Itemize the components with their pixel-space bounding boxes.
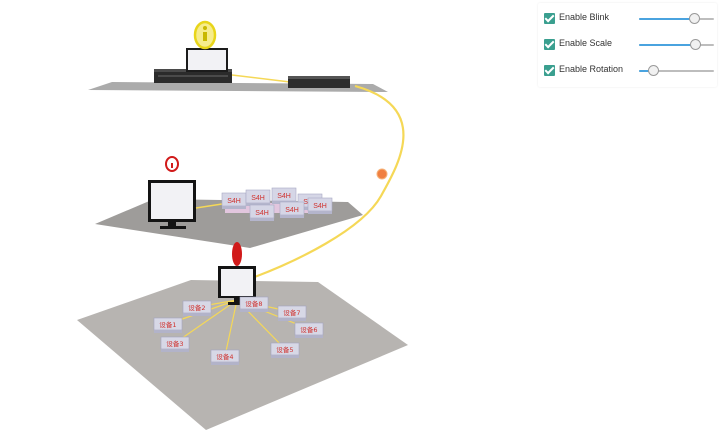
display-device[interactable]: 设备4	[210, 349, 240, 365]
display-device[interactable]: 设备5	[270, 342, 300, 358]
scale-slider-thumb[interactable]	[690, 39, 702, 50]
scale-slider-fill	[639, 44, 696, 46]
display-device-label: 设备6	[300, 325, 317, 334]
link-node-orb	[376, 168, 388, 180]
led-screen-label: S4H	[255, 210, 269, 217]
top-right-server[interactable]	[288, 76, 350, 88]
rotation-slider[interactable]	[639, 70, 714, 72]
screen-group: S4HS4HS4HS4HS4HS4HS4H	[221, 187, 333, 221]
rotation-slider-thumb[interactable]	[647, 65, 659, 76]
led-screen[interactable]: S4H	[307, 197, 333, 214]
led-screen[interactable]: S4H	[279, 201, 305, 218]
led-screen-label: S4H	[313, 203, 327, 210]
cable-spoke	[224, 299, 238, 357]
led-screen-label: S4H	[285, 207, 299, 214]
led-screen[interactable]: S4H	[245, 189, 271, 206]
led-screen[interactable]: S4H	[249, 204, 275, 221]
display-device[interactable]: 设备1	[153, 317, 183, 333]
led-screen[interactable]: S4H	[221, 192, 247, 209]
server-link	[231, 74, 291, 83]
display-device[interactable]: 设备6	[294, 322, 324, 338]
display-device-label: 设备5	[276, 345, 293, 354]
led-screen-label: S4H	[277, 193, 291, 200]
blink-checkbox[interactable]	[544, 13, 555, 24]
display-device[interactable]: 设备7	[277, 305, 307, 321]
top-monitor[interactable]	[186, 48, 228, 72]
link-cable	[251, 84, 405, 280]
blink-slider-thumb[interactable]	[688, 13, 700, 24]
cable-spoke	[174, 299, 238, 344]
bottom-floor-plane	[77, 280, 408, 430]
alert-icon-bottom[interactable]	[232, 242, 242, 266]
display-device-label: 设备3	[166, 339, 183, 348]
screen-rack	[225, 203, 325, 213]
display-device[interactable]: 设备2	[182, 300, 212, 316]
control-row-scale: Enable Scale	[544, 37, 714, 53]
middle-monitor[interactable]	[148, 180, 196, 229]
blink-label: Enable Blink	[559, 12, 610, 22]
rotation-slider-fill	[639, 70, 653, 72]
rotation-label: Enable Rotation	[559, 64, 624, 74]
led-screen[interactable]: S4H	[271, 187, 297, 204]
display-device[interactable]: 设备8	[239, 296, 269, 312]
scale-label: Enable Scale	[559, 38, 613, 48]
scale-checkbox[interactable]	[544, 39, 555, 50]
display-device-label: 设备4	[216, 352, 233, 361]
display-device-label: 设备7	[283, 308, 300, 317]
alert-icon-middle[interactable]	[165, 156, 179, 172]
control-row-rotation: Enable Rotation	[544, 63, 714, 79]
control-panel: Enable Blink Enable Scale Enable Rotatio…	[538, 3, 717, 87]
rotation-checkbox[interactable]	[544, 65, 555, 76]
display-device-label: 设备8	[245, 299, 262, 308]
control-row-blink: Enable Blink	[544, 11, 714, 27]
display-device-label: 设备1	[159, 320, 176, 329]
alert-icon-top[interactable]	[193, 20, 217, 50]
bottom-monitor[interactable]	[218, 266, 256, 305]
middle-link	[195, 203, 223, 209]
display-device-label: 设备2	[188, 303, 205, 312]
display-device[interactable]: 设备3	[160, 336, 190, 352]
blink-slider-fill	[639, 18, 694, 20]
led-screen-label: S4H	[251, 195, 265, 202]
led-screen-label: S4H	[227, 198, 241, 205]
